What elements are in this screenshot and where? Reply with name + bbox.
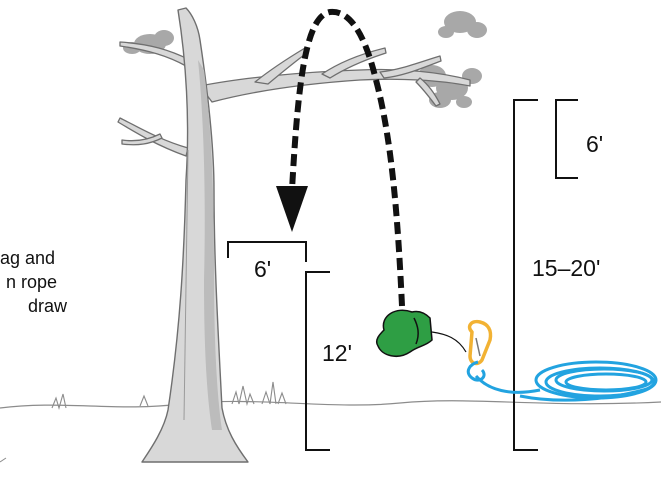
bracket-6ft-right bbox=[555, 99, 578, 179]
ground-mark bbox=[0, 457, 7, 463]
bracket-15-20ft bbox=[513, 99, 538, 451]
bracket-12ft bbox=[305, 271, 330, 451]
label-6ft-left: 6' bbox=[254, 256, 272, 282]
trunk-bark-line bbox=[183, 149, 189, 421]
label-15-20ft: 15–20' bbox=[532, 255, 601, 281]
caption-line-2: n rope bbox=[6, 272, 58, 292]
rope-coil bbox=[466, 360, 658, 402]
arrow-down-icon bbox=[276, 186, 308, 232]
grass-tufts bbox=[51, 381, 287, 410]
label-12ft: 12' bbox=[322, 340, 352, 366]
tree-trunk bbox=[141, 7, 249, 463]
label-6ft-right: 6' bbox=[586, 131, 604, 157]
throw-arc bbox=[289, 8, 405, 307]
ground-line bbox=[0, 400, 661, 409]
carabiner-icon bbox=[467, 319, 493, 366]
trunk-shadow bbox=[198, 60, 222, 430]
caption-line-3: draw bbox=[28, 296, 68, 316]
caption-line-1: ag and bbox=[0, 248, 56, 268]
bag-cord bbox=[431, 331, 467, 353]
bear-bag bbox=[375, 309, 433, 358]
bracket-6ft-left bbox=[227, 241, 307, 262]
